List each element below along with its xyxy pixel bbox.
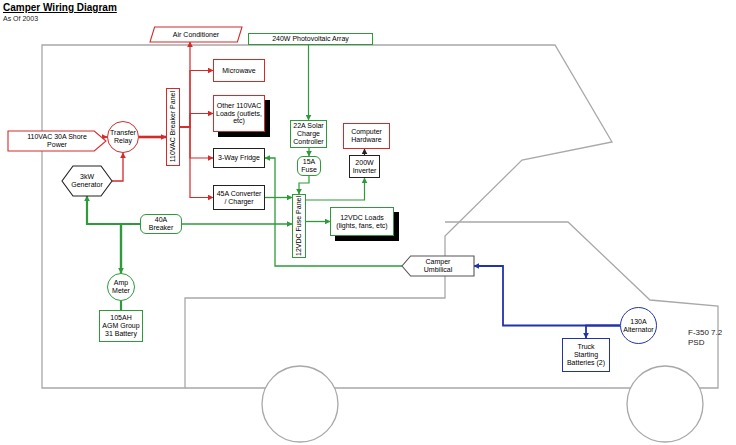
shape-outline — [150, 27, 242, 42]
solar-array-box: 240W Photovoltaic Array — [248, 33, 373, 45]
power-input-arrow: 110VAC 30A Shore Power — [8, 131, 106, 151]
node-text: 3kW Generator — [70, 173, 104, 188]
shape-outline — [62, 166, 112, 196]
wire-connector — [139, 136, 166, 139]
shape-outline — [8, 131, 106, 151]
node-text: Other 110VAC Loads (outlets, etc) — [216, 102, 262, 125]
inverter-box: 200W Inverter — [349, 155, 380, 178]
load-box: Other 110VAC Loads (outlets, etc) — [213, 95, 265, 132]
appliance-box: 3-Way Fridge — [213, 148, 265, 168]
front-wheel — [627, 366, 703, 442]
node-text: 12VDC Loads (lights, fans, etc) — [333, 214, 391, 229]
breaker-box: 40A Breaker — [140, 214, 182, 234]
wire-connector — [180, 127, 213, 198]
wire-connector — [474, 266, 620, 326]
node-text: Computer Hardware — [346, 128, 387, 143]
node-text: 3-Way Fridge — [218, 154, 260, 162]
node-text: 200W Inverter — [352, 159, 377, 174]
node-text: 40A Breaker — [144, 216, 178, 231]
wire-connector — [308, 148, 309, 156]
camper-outline — [42, 45, 612, 388]
node-text: 240W Photovoltaic Array — [272, 35, 349, 43]
node-text: Amp Meter — [110, 279, 132, 294]
node-text: Truck Starting Batteries (2) — [565, 343, 607, 366]
wire-connector — [308, 45, 309, 120]
relay-circle: Transfer Relay — [107, 121, 139, 153]
alternator-circle: 130A Alternator — [620, 307, 657, 344]
wire-connector — [265, 197, 292, 198]
diagram-title: Camper Wiring Diagram — [3, 2, 117, 13]
node-text: 22A Solar Charge Controller — [293, 122, 324, 145]
wire-connector — [299, 176, 309, 194]
node-text: Transfer Relay — [110, 129, 136, 144]
node-text: 45A Converter / Charger — [216, 190, 262, 205]
wire-connector — [87, 196, 121, 273]
fuse-box: 15A Fuse — [297, 156, 321, 176]
vehicle-label: F-350 7.2 PSD — [688, 328, 726, 347]
truck-outline — [185, 222, 718, 388]
shape-outline — [402, 256, 474, 276]
node-text: 105AH AGM Group 31 Battery — [102, 314, 140, 337]
load-box: 12VDC Loads (lights, fans, etc) — [330, 207, 394, 236]
load-box: Microwave — [213, 59, 265, 82]
node-text: 12VDC Fuse Panel — [295, 196, 303, 256]
wire-connector — [121, 224, 140, 273]
wire-connector — [306, 178, 365, 200]
wire-connector — [120, 301, 122, 310]
wire-connector — [180, 42, 190, 127]
wire-connector — [306, 221, 330, 222]
controller-box: 22A Solar Charge Controller — [290, 120, 327, 148]
node-text: 110VAC Breaker Panel — [169, 91, 177, 162]
node-text: 130A Alternator — [623, 318, 654, 333]
wire-connector — [265, 158, 402, 266]
battery-box: 105AH AGM Group 31 Battery — [99, 310, 143, 342]
node-text: Microwave — [222, 67, 255, 75]
umbilical-arrow: Camper Umbilical — [402, 256, 474, 276]
wire-connector — [180, 114, 213, 128]
converter-box: 45A Converter / Charger — [213, 185, 265, 210]
load-box: Air Conditioner — [150, 27, 242, 42]
battery-box: Truck Starting Batteries (2) — [562, 338, 610, 372]
node-text: Air Conditioner — [173, 31, 219, 39]
load-box: Computer Hardware — [343, 123, 390, 149]
node-text: Camper Umbilical — [411, 258, 465, 273]
fuse-panel: 12VDC Fuse Panel — [292, 194, 306, 258]
wire-connector — [586, 326, 620, 339]
generator-hexagon: 3kW Generator — [62, 166, 112, 196]
date-note: As Of 2003 — [3, 15, 38, 23]
node-text: 15A Fuse — [301, 158, 317, 173]
wire-connector — [112, 153, 123, 181]
wire-connector — [180, 71, 213, 128]
meter-circle: Amp Meter — [107, 273, 135, 301]
wire-connector — [180, 127, 213, 158]
rear-wheel — [262, 366, 338, 442]
node-text: 110VAC 30A Shore Power — [17, 133, 97, 148]
breaker-panel: 110VAC Breaker Panel — [166, 88, 180, 166]
